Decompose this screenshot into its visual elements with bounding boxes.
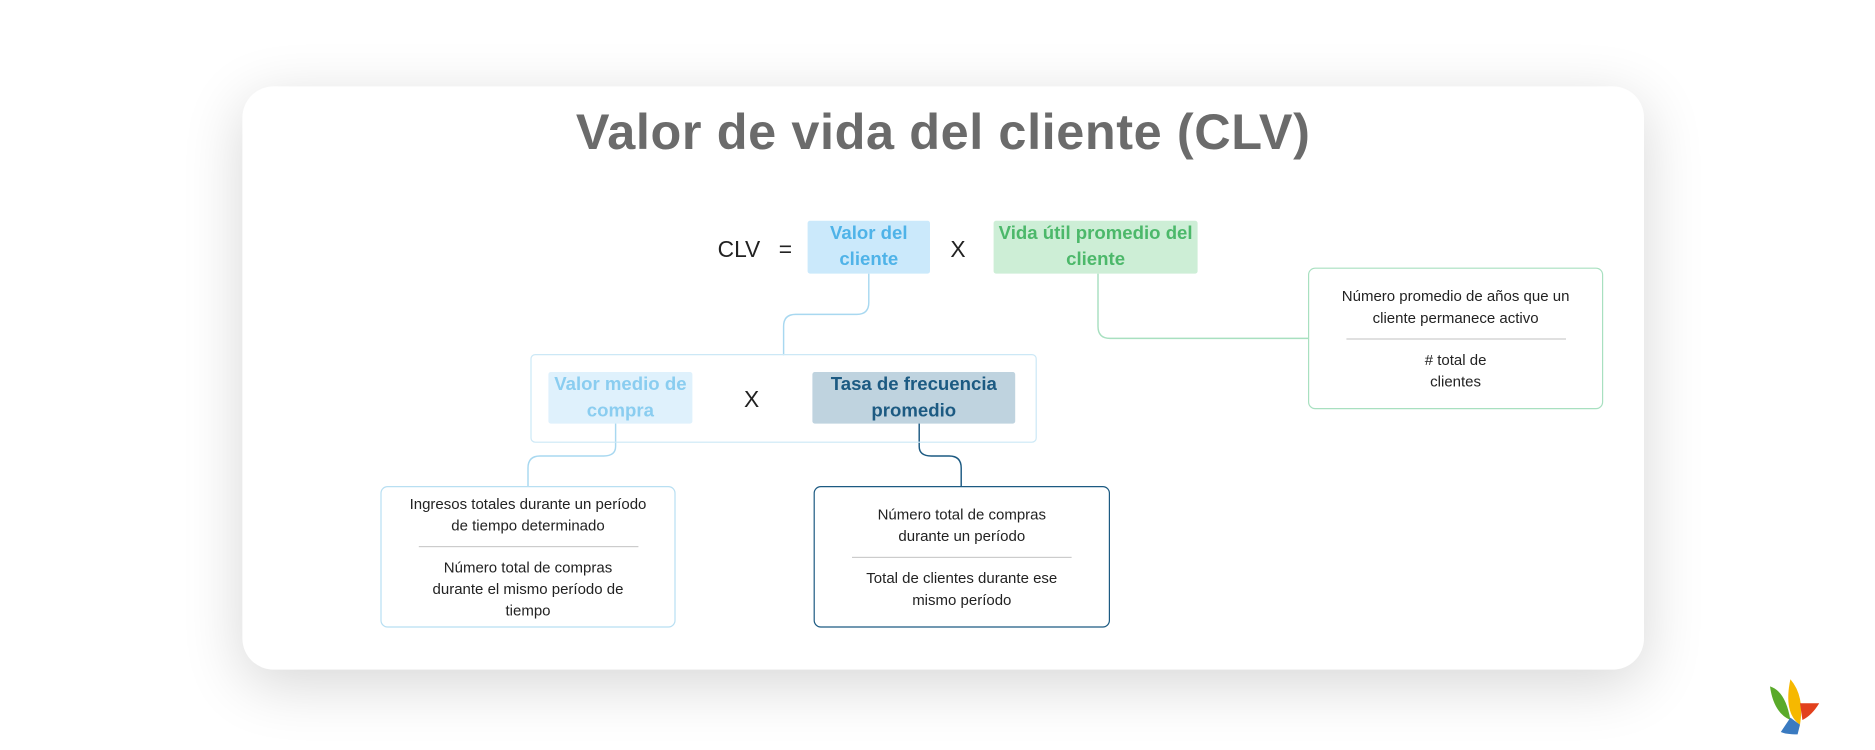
page-title: Valor de vida del cliente (CLV) (575, 103, 1311, 160)
lifetime-formula-box: Número promedio de años que un cliente p… (1308, 267, 1604, 410)
frequency-formula-box: Número total de compras durante un perío… (813, 486, 1110, 628)
frequency-denominator: Total de clientes durante ese mismo perí… (866, 569, 1058, 608)
times-sign: X (950, 237, 966, 263)
lifetime-numerator: Número promedio de años que un cliente p… (1341, 287, 1570, 326)
lifetime-denominator: # total de clientes (1424, 351, 1487, 390)
lifetime-node: Vida útil promedio del cliente (993, 220, 1198, 274)
frequency-node: Tasa de frecuencia promedio (812, 372, 1016, 424)
sub-formula-group (530, 354, 1037, 443)
avg-purchase-numerator: Ingresos totales durante un período de t… (409, 495, 647, 534)
times-sign-2: X (744, 387, 760, 413)
avg-purchase-formula-box: Ingresos totales durante un período de t… (380, 486, 676, 628)
avg-purchase-node: Valor medio de compra (548, 372, 693, 424)
clv-label: CLV (717, 237, 761, 263)
customer-value-node: Valor del cliente (807, 220, 931, 274)
frequency-numerator: Número total de compras durante un perío… (877, 505, 1047, 545)
equals-sign: = (778, 237, 793, 263)
bird-logo-icon (1770, 679, 1820, 735)
avg-purchase-denominator: Número total de compras durante el mismo… (432, 558, 624, 619)
